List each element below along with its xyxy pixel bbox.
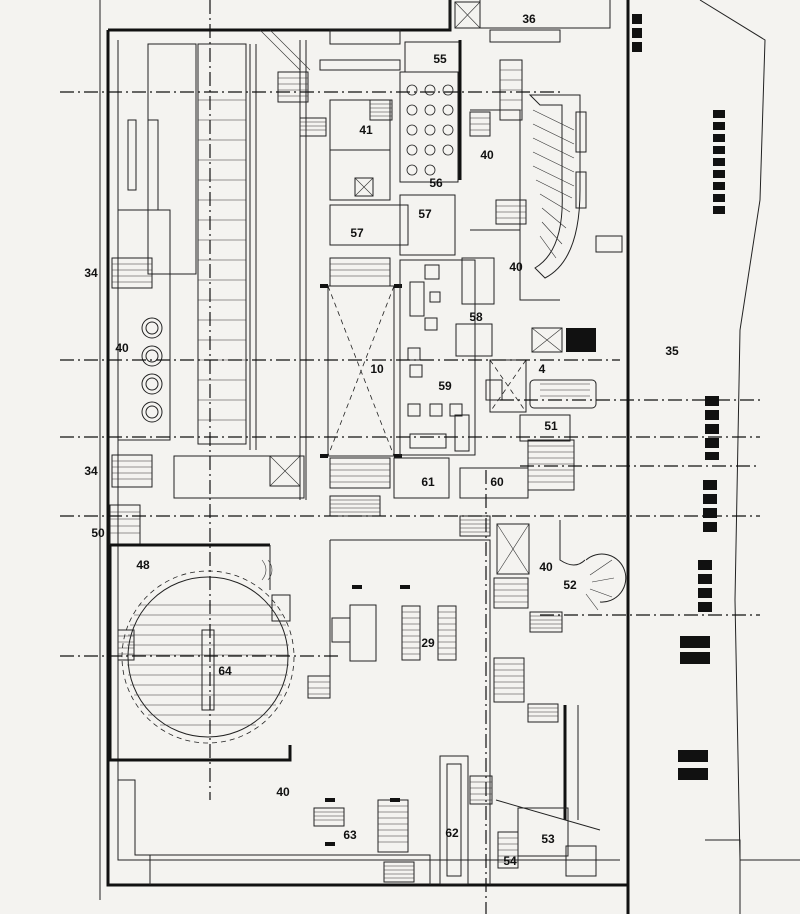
room-label: 40 <box>276 785 290 799</box>
room-label: 52 <box>563 578 577 592</box>
room-label: 62 <box>445 826 459 840</box>
room-label: 29 <box>421 636 435 650</box>
room-label: 57 <box>350 226 364 240</box>
room-label: 61 <box>421 475 435 489</box>
room-label: 58 <box>469 310 483 324</box>
room-label: 56 <box>429 176 443 190</box>
left-gallery <box>109 40 307 546</box>
room-label: 40 <box>480 148 494 162</box>
room-label: 34 <box>84 464 98 478</box>
room-label: 57 <box>418 207 432 221</box>
upper-service <box>277 40 462 256</box>
lounge-59 <box>399 257 527 456</box>
room-label: 55 <box>433 52 447 66</box>
lower-zone <box>118 755 601 885</box>
stair-left-upper <box>111 257 153 289</box>
room-label: 34 <box>84 266 98 280</box>
room-label: 40 <box>509 260 523 274</box>
room-label: 36 <box>522 12 536 26</box>
parking-marks <box>632 14 725 780</box>
room-labels: 36 55 41 40 56 57 57 34 40 10 40 58 59 3… <box>84 12 679 868</box>
grid-axes <box>60 0 760 914</box>
spiral-stair-52 <box>585 553 627 611</box>
room-label: 40 <box>115 341 129 355</box>
stair-left-lower <box>111 454 153 488</box>
room-label: 35 <box>665 344 679 358</box>
room-label: 51 <box>544 419 558 433</box>
room-label: 4 <box>539 362 546 376</box>
cafe-tables <box>406 84 454 176</box>
stair-50 <box>109 504 141 546</box>
room-label: 40 <box>539 560 553 574</box>
auditorium-64 <box>108 543 295 762</box>
services-row <box>329 439 575 537</box>
room-label: 10 <box>370 362 384 376</box>
room-label: 60 <box>490 475 504 489</box>
room-label: 41 <box>359 123 373 137</box>
court-10 <box>320 257 402 489</box>
hall-29 <box>307 539 491 885</box>
upper-right <box>469 59 623 442</box>
exterior-site <box>632 0 800 914</box>
curved-ramp <box>528 94 581 279</box>
room-label: 54 <box>503 854 517 868</box>
room-label: 48 <box>136 558 150 572</box>
room-label: 64 <box>218 664 232 678</box>
room-label: 50 <box>91 526 105 540</box>
room-label: 63 <box>343 828 357 842</box>
mid-right <box>493 520 627 820</box>
room-label: 59 <box>438 379 452 393</box>
top-blocks <box>259 1 561 71</box>
room-label: 53 <box>541 832 555 846</box>
